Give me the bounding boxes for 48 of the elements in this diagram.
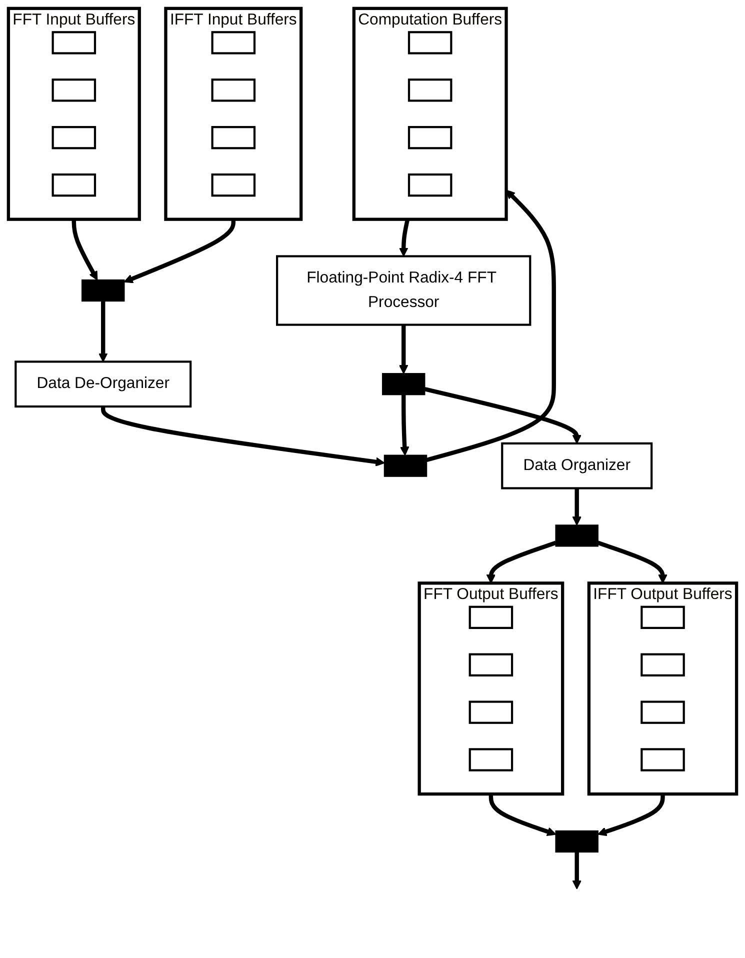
arrow bbox=[98, 301, 108, 362]
arrow bbox=[598, 794, 665, 836]
node-bar bbox=[555, 524, 598, 547]
node-box bbox=[468, 653, 514, 676]
arrow bbox=[486, 540, 556, 584]
arrow bbox=[72, 219, 98, 280]
node-box bbox=[52, 126, 96, 150]
cluster: Computation Buffers bbox=[352, 6, 508, 221]
arrow bbox=[572, 488, 582, 526]
node-box bbox=[52, 31, 96, 54]
node-bar bbox=[384, 454, 428, 477]
node-box bbox=[408, 126, 452, 150]
node-box bbox=[640, 653, 685, 676]
arrow bbox=[398, 218, 410, 257]
node-box: Floating-Point Radix-4 FFT Processor bbox=[276, 255, 532, 326]
node-box bbox=[468, 700, 514, 724]
node-bar bbox=[82, 279, 125, 302]
arrow bbox=[400, 394, 410, 456]
node-box bbox=[640, 700, 685, 724]
arrow bbox=[488, 794, 556, 836]
node-box: Data Organizer bbox=[501, 442, 653, 490]
node-box bbox=[468, 748, 514, 772]
node-bar bbox=[555, 830, 598, 853]
node-box bbox=[408, 78, 452, 102]
node-box bbox=[408, 31, 452, 54]
arrow bbox=[572, 852, 582, 890]
node-box bbox=[211, 31, 256, 54]
node-box bbox=[408, 173, 452, 197]
arrow bbox=[101, 406, 385, 466]
arrow bbox=[398, 324, 408, 374]
node-box bbox=[468, 606, 514, 629]
node-box bbox=[211, 173, 256, 197]
cluster: FFT Input Buffers bbox=[6, 6, 141, 221]
node-box bbox=[52, 78, 96, 102]
cluster: IFFT Output Buffers bbox=[587, 582, 738, 796]
node-box bbox=[211, 126, 256, 150]
arrow bbox=[424, 387, 582, 444]
arrow bbox=[597, 540, 668, 584]
node-bar bbox=[382, 373, 426, 396]
cluster: IFFT Input Buffers bbox=[164, 6, 303, 221]
cluster: FFT Output Buffers bbox=[418, 582, 564, 796]
node-box bbox=[640, 748, 685, 772]
node-box: Data De-Organizer bbox=[14, 360, 192, 408]
node-box bbox=[640, 606, 685, 629]
node-box bbox=[211, 78, 256, 102]
arrow bbox=[124, 219, 236, 284]
arrow bbox=[426, 190, 556, 462]
node-box bbox=[52, 173, 96, 197]
